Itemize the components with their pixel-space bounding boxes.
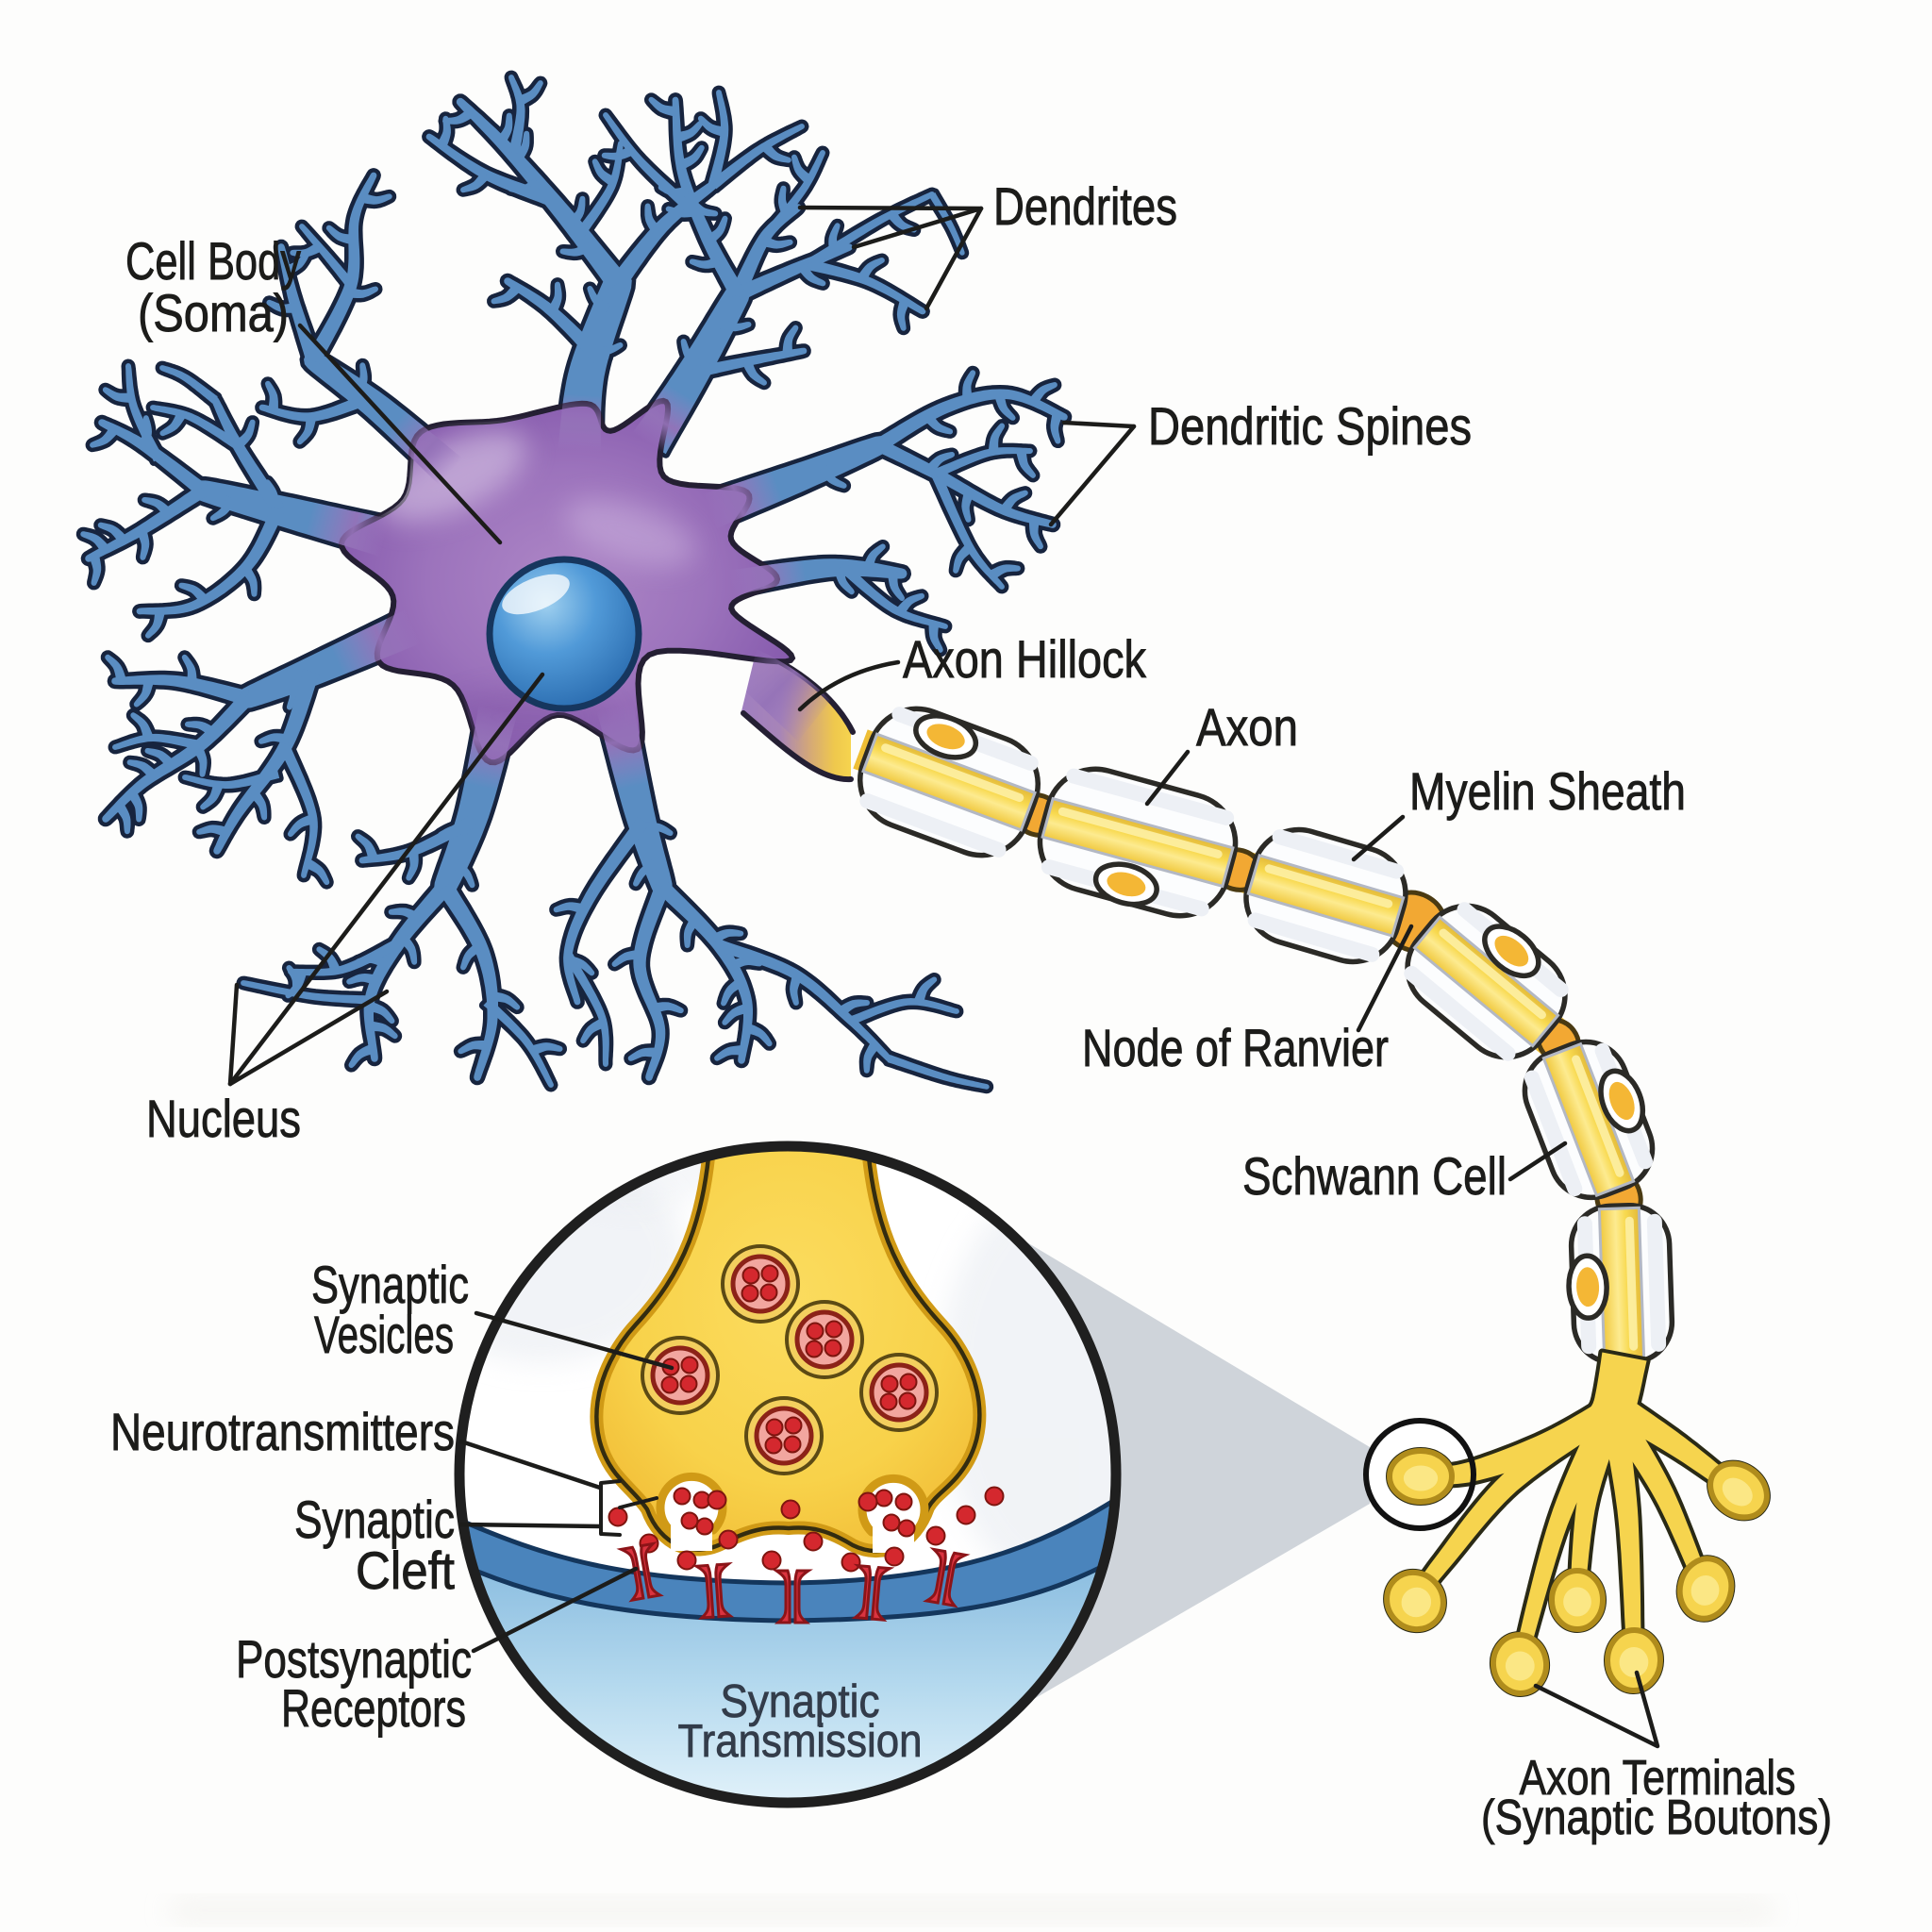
svg-text:Transmission: Transmission (678, 1716, 923, 1767)
svg-text:Neurotransmitters: Neurotransmitters (110, 1402, 455, 1461)
svg-text:Nucleus: Nucleus (146, 1089, 301, 1148)
svg-text:Axon: Axon (1196, 697, 1298, 757)
svg-text:Axon Hillock: Axon Hillock (903, 629, 1147, 689)
svg-text:Myelin Sheath: Myelin Sheath (1409, 761, 1686, 821)
svg-text:Dendritic Spines: Dendritic Spines (1148, 396, 1472, 456)
svg-text:Node of Ranvier: Node of Ranvier (1082, 1018, 1389, 1077)
svg-text:Axon Terminals: Axon Terminals (1520, 1751, 1796, 1806)
svg-text:Synaptic: Synaptic (311, 1255, 469, 1314)
svg-text:Dendrites: Dendrites (993, 176, 1177, 236)
svg-text:Cleft: Cleft (356, 1541, 455, 1600)
svg-text:Synaptic: Synaptic (294, 1490, 455, 1549)
svg-text:(Synaptic Boutons): (Synaptic Boutons) (1481, 1790, 1832, 1845)
svg-text:(Soma): (Soma) (138, 283, 289, 342)
svg-text:Schwann Cell: Schwann Cell (1242, 1146, 1507, 1206)
svg-text:Receptors: Receptors (281, 1678, 466, 1738)
svg-text:Vesicles: Vesicles (314, 1305, 454, 1364)
svg-text:Synaptic: Synaptic (721, 1676, 880, 1727)
svg-text:Cell Body: Cell Body (125, 231, 301, 291)
svg-text:Postsynaptic: Postsynaptic (236, 1629, 472, 1689)
